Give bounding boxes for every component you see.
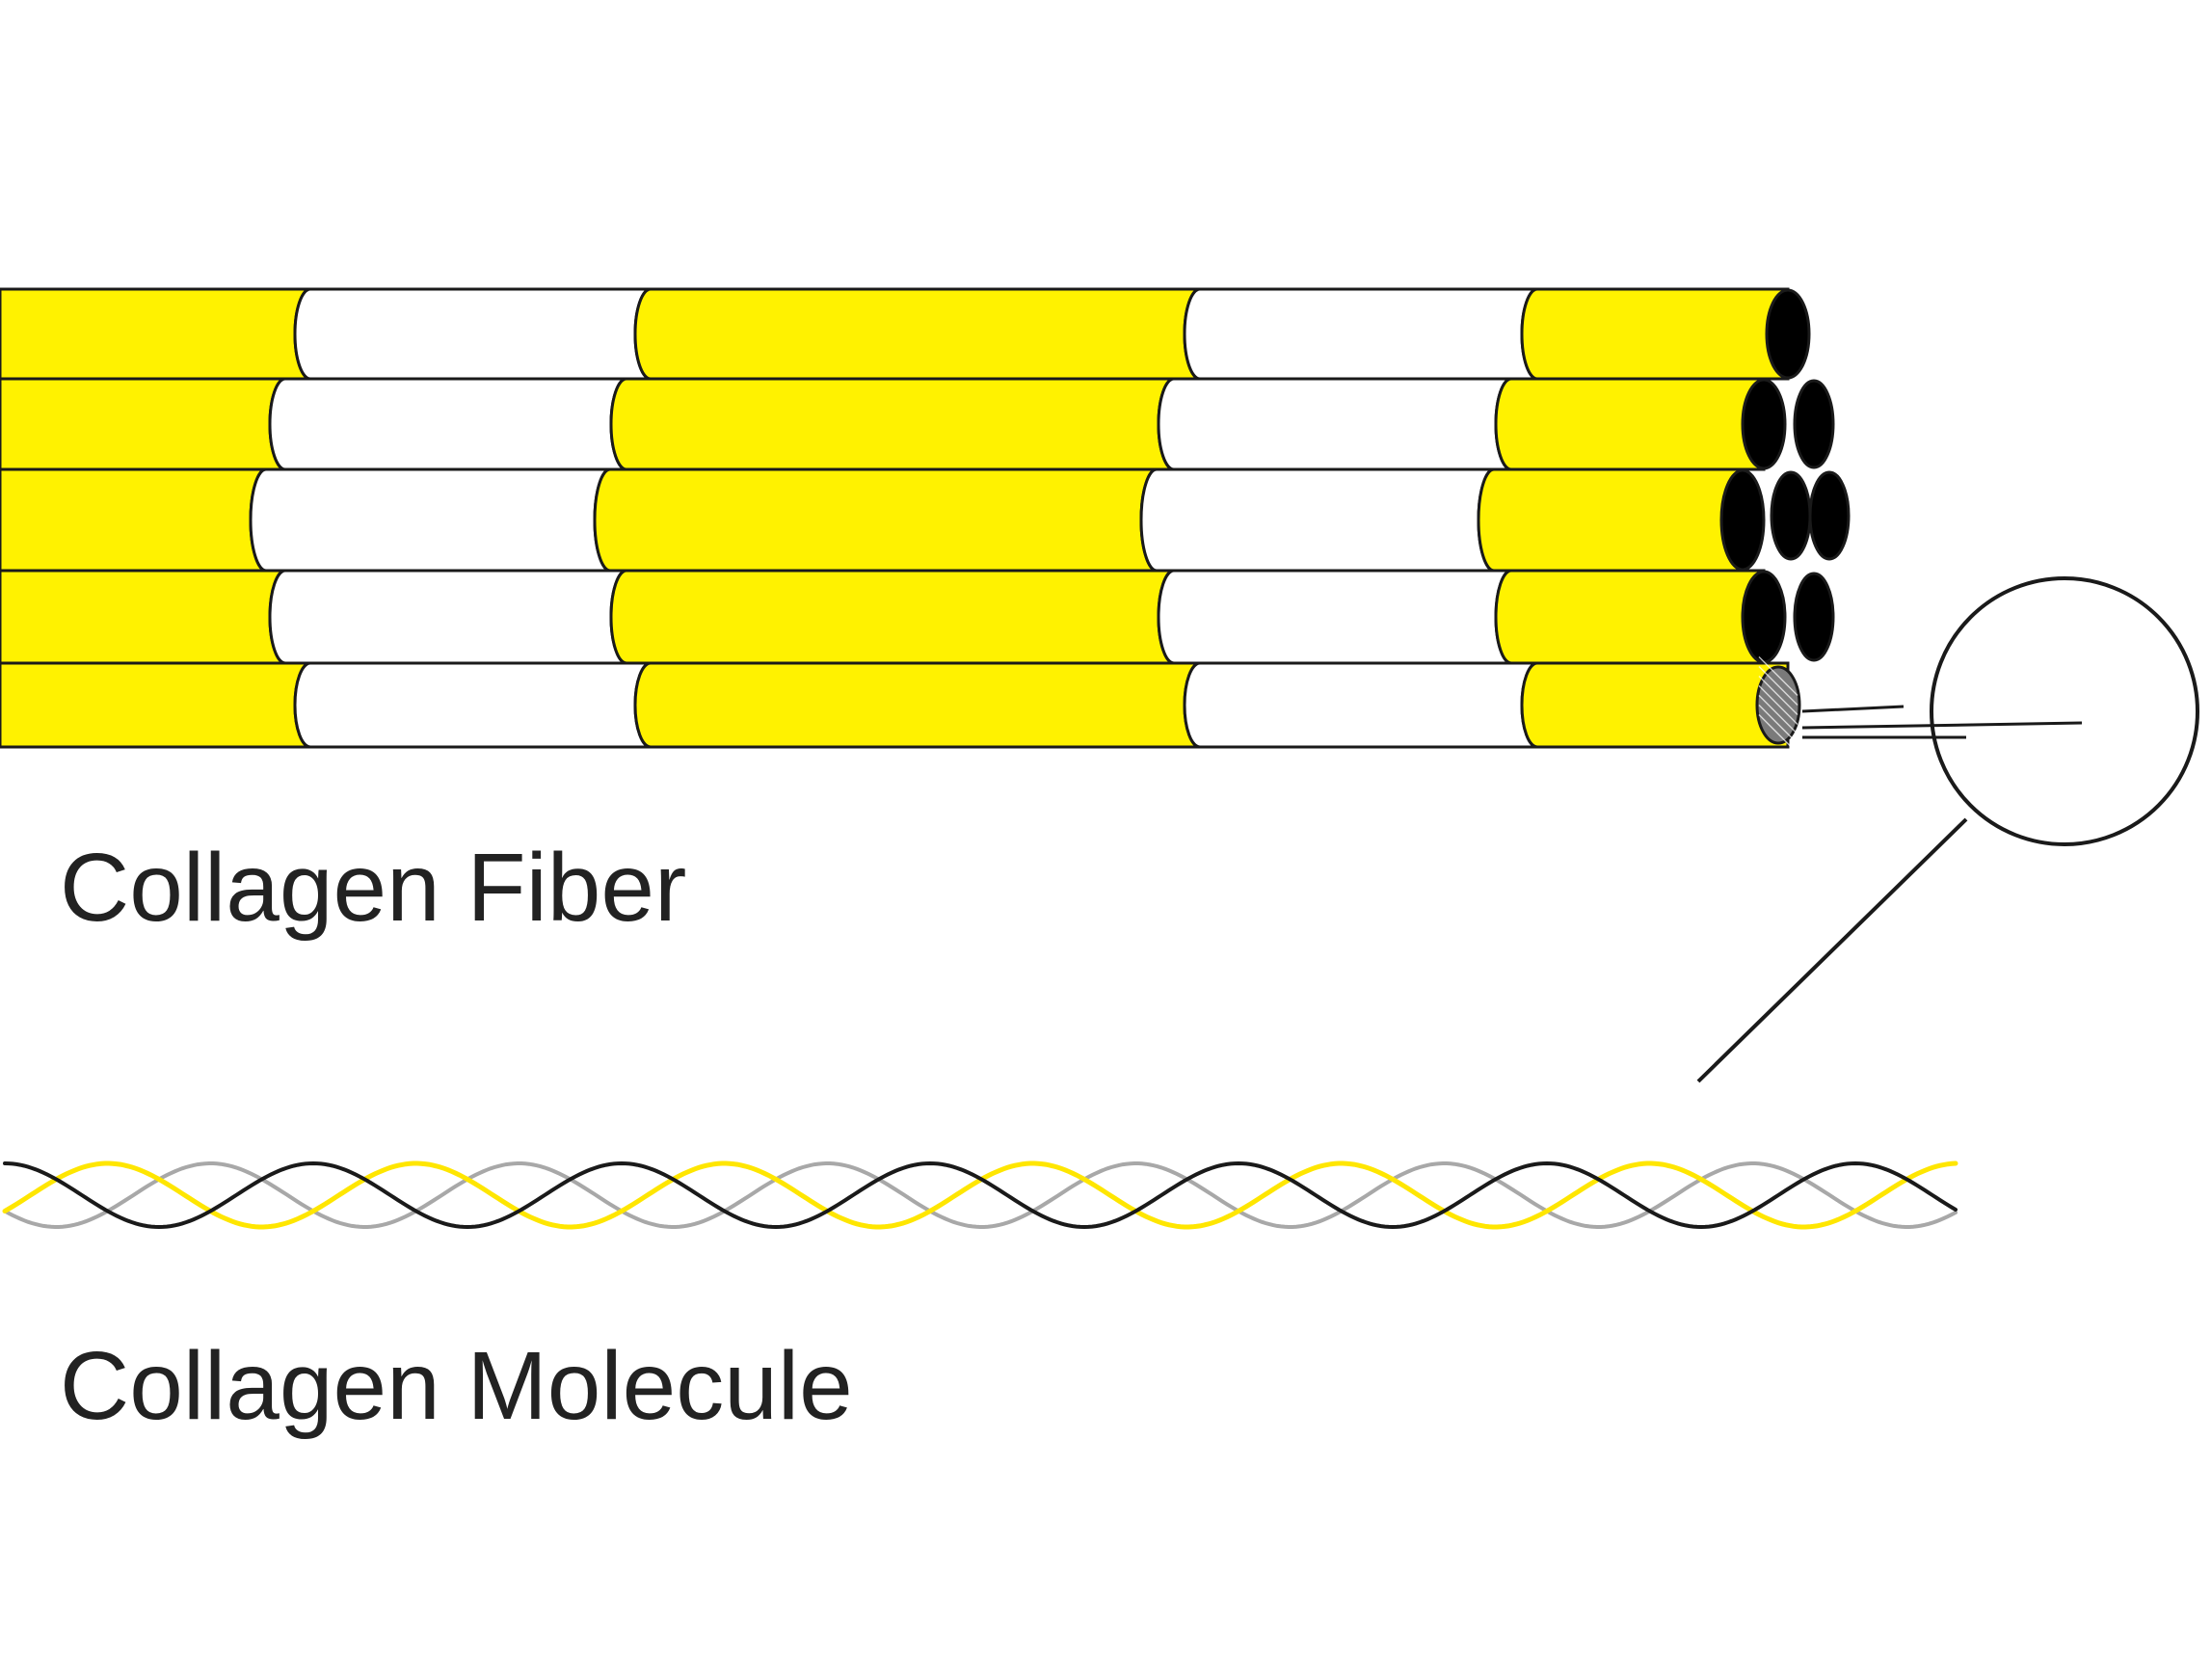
helix-strand-black [3,1160,1958,1230]
hatch-line [1758,655,1798,697]
hatch-line [1758,665,1798,707]
fibril-band-yellow [0,569,286,665]
fibril-band-yellow [0,467,267,573]
fibril-band-white [249,467,611,573]
fibril-band-yellow [1494,377,1766,471]
fibril-end-cap-back [1770,470,1812,561]
fibril-1 [0,287,1790,381]
collagen-fiber-label: Collagen Fiber [60,834,686,942]
fibril-band-yellow [0,287,311,381]
fibril-band-white [1139,467,1495,573]
fibril-band-yellow [0,377,286,471]
fibril-band-yellow [1520,661,1790,749]
fibril-band-white [1157,569,1512,665]
fibril-band-white [1183,661,1538,749]
fibril-end-cap [1719,468,1766,572]
strand-line [1801,721,2083,730]
fibril-end-caps [1719,288,1851,755]
magnifier-callout [1696,576,2199,1083]
fibril-band-yellow [633,661,1201,749]
hatch-line [1758,684,1798,726]
fibril-band-white [268,569,627,665]
collagen-fiber-bundle [0,287,1790,749]
fibril-band-white [1183,287,1538,381]
helix-strand-gray [3,1161,1958,1229]
strand-line [1801,705,1905,713]
fibril-band-yellow [1494,569,1766,665]
fibril-band-yellow [1520,287,1790,381]
hatch-line [1758,713,1798,755]
fibril-band-white [293,287,652,381]
fibril-end-cap [1741,378,1787,470]
fibril-end-cap-back [1793,379,1835,469]
fibril-band-white [268,377,627,471]
fibril-band-white [1157,377,1512,471]
collagen-molecule-label: Collagen Molecule [60,1332,853,1440]
fibril-band-yellow [593,467,1158,573]
fibril-band-white [293,661,652,749]
fibril-band-yellow [609,569,1175,665]
collagen-triple-helix [2,1160,1958,1230]
fibril-end-cap [1765,288,1811,380]
fibril-2 [0,377,1766,471]
fibril-band-yellow [633,287,1201,381]
fibril-4 [0,569,1766,665]
fibril-band-yellow [609,377,1175,471]
fibril-5 [0,661,1790,749]
fibril-end-cap-back [1808,470,1851,561]
hatch-line [1758,704,1798,745]
fibril-end-cap [1741,570,1787,664]
magnifier-circle [1930,576,2199,846]
fibril-3 [0,467,1745,573]
hatch-line [1758,694,1798,735]
fibril-band-yellow [0,661,311,749]
fibril-band-yellow [1477,467,1745,573]
hatch-line [1758,675,1798,716]
magnifier-pointer-line [1696,817,1968,1083]
fibril-end-cap-back [1793,572,1835,662]
